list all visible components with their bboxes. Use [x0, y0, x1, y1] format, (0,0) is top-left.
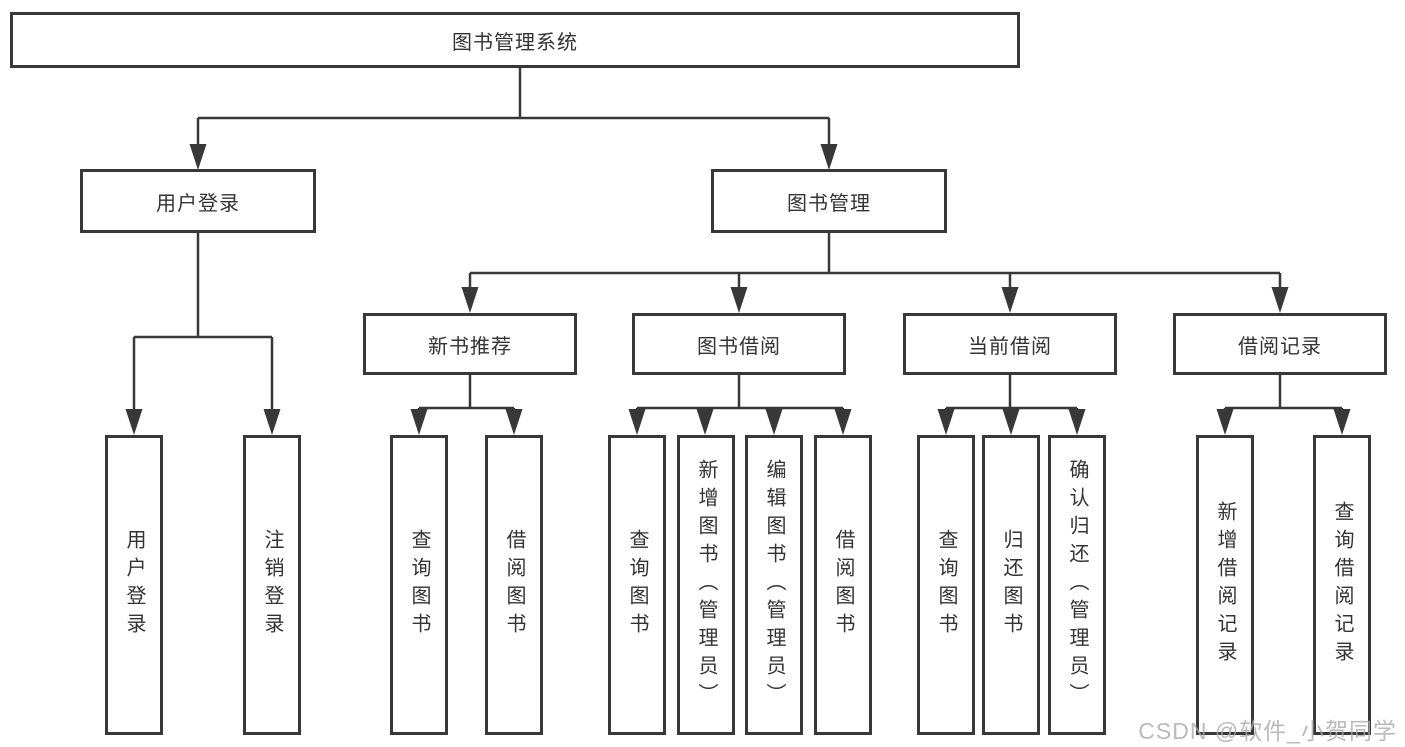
- leaf-query-books-current: 查询图书: [917, 435, 975, 735]
- leaf-add-borrow-record: 新增借阅记录: [1196, 435, 1254, 735]
- leaf-user-login: 用户登录: [105, 435, 163, 735]
- leaf-label: 新增图书（管理员）: [695, 459, 717, 711]
- leaf-label: 查询图书: [626, 529, 648, 641]
- leaf-edit-book-admin: 编辑图书（管理员）: [745, 435, 803, 735]
- leaf-borrow-books-recommend: 借阅图书: [485, 435, 543, 735]
- node-book-management: 图书管理: [711, 169, 947, 233]
- node-label: 图书借阅: [697, 335, 781, 358]
- leaf-query-books-borrow: 查询图书: [608, 435, 666, 735]
- leaf-logout: 注销登录: [243, 435, 301, 735]
- node-label: 借阅记录: [1238, 335, 1322, 358]
- node-borrow-records: 借阅记录: [1173, 313, 1387, 375]
- watermark: CSDN @软件_小贺同学: [1138, 718, 1397, 744]
- leaf-add-book-admin: 新增图书（管理员）: [677, 435, 735, 735]
- leaf-label: 借阅图书: [503, 529, 525, 641]
- node-label: 当前借阅: [968, 335, 1052, 358]
- node-label: 用户登录: [156, 192, 240, 215]
- leaf-label: 归还图书: [1000, 529, 1022, 641]
- leaf-label: 注销登录: [261, 529, 283, 641]
- leaf-label: 查询图书: [408, 529, 430, 641]
- leaf-label: 查询借阅记录: [1331, 501, 1353, 669]
- leaf-query-books-recommend: 查询图书: [390, 435, 448, 735]
- leaf-label: 新增借阅记录: [1214, 501, 1236, 669]
- leaf-label: 借阅图书: [832, 529, 854, 641]
- node-user-login: 用户登录: [80, 169, 316, 233]
- node-new-book-recommend: 新书推荐: [363, 313, 577, 375]
- node-label: 图书管理: [787, 192, 871, 215]
- leaf-return-books: 归还图书: [982, 435, 1040, 735]
- node-label: 图书管理系统: [452, 31, 578, 54]
- leaf-label: 确认归还（管理员）: [1066, 459, 1088, 711]
- node-label: 新书推荐: [428, 335, 512, 358]
- leaf-confirm-return-admin: 确认归还（管理员）: [1048, 435, 1106, 735]
- leaf-query-borrow-record: 查询借阅记录: [1313, 435, 1371, 735]
- node-current-borrow: 当前借阅: [903, 313, 1117, 375]
- leaf-label: 编辑图书（管理员）: [763, 459, 785, 711]
- leaf-borrow-books: 借阅图书: [814, 435, 872, 735]
- leaf-label: 查询图书: [935, 529, 957, 641]
- node-root-system: 图书管理系统: [10, 12, 1020, 68]
- node-book-borrow: 图书借阅: [632, 313, 846, 375]
- leaf-label: 用户登录: [123, 529, 145, 641]
